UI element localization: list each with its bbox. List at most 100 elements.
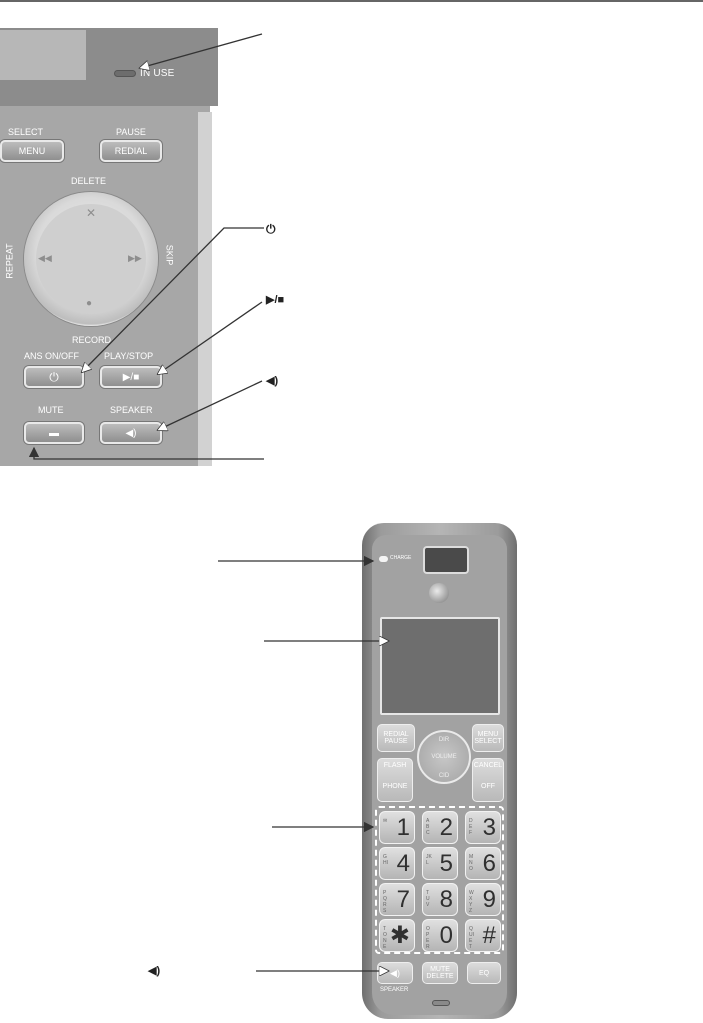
delete-label: DELETE <box>71 176 107 186</box>
dial-key-8-digit: 8 <box>439 885 453 913</box>
handset-speaker-label: SPEAKER <box>380 987 409 993</box>
dial-key-4-digit: 4 <box>396 849 410 877</box>
dial-key-star-sub: TONE <box>383 926 387 950</box>
callout-speaker-icon: ◀) <box>266 375 279 387</box>
speaker-button[interactable]: ◀) <box>100 422 162 444</box>
dial-key-6-sub: MNO <box>469 854 474 872</box>
dial-key-5-sub: JKL <box>426 854 432 866</box>
dial-key-3-sub: DEF <box>469 818 473 836</box>
cancel-label: CANCEL <box>473 762 503 769</box>
dial-key-pound-digit: # <box>482 921 496 949</box>
dial-key-2-sub: ABC <box>426 818 430 836</box>
handset-phone-key[interactable]: FLASH PHONE <box>377 758 413 802</box>
handset-screen <box>380 617 500 715</box>
mute-bar-icon: ▬ <box>49 427 59 439</box>
select-key-label: SELECT <box>474 738 502 745</box>
dial-key-9-sub: WXYZ <box>469 890 474 914</box>
handset-microphone <box>432 1000 450 1006</box>
ans-on-off-button[interactable]: ⏻ <box>24 366 84 388</box>
dial-key-9[interactable]: WXYZ 9 <box>465 883 501 916</box>
callout-play-stop-icon: ▶/■ <box>266 294 285 306</box>
dial-key-8-sub: TUV <box>426 890 430 908</box>
dial-key-2[interactable]: ABC 2 <box>422 811 458 844</box>
speaker-callout-line <box>158 380 263 430</box>
select-label: SELECT <box>8 127 44 137</box>
record-label: RECORD <box>72 335 112 345</box>
volume-label: VOLUME <box>431 754 457 760</box>
dial-key-4-sub: GHI <box>383 854 388 866</box>
dial-key-2-digit: 2 <box>439 813 453 841</box>
charge-light <box>379 556 388 562</box>
menu-key-label: MENU <box>477 731 499 738</box>
in-use-light <box>114 70 136 77</box>
rewind-icon: ◀◀ <box>38 253 52 263</box>
dial-key-3-digit: 3 <box>482 813 496 841</box>
dial-key-pound-sub: QUIET <box>469 926 474 950</box>
fast-forward-icon: ▶▶ <box>128 253 142 263</box>
ans-on-off-label: ANS ON/OFF <box>24 351 80 361</box>
mute-button[interactable]: ▬ <box>24 422 84 444</box>
brand-logo-icon <box>429 583 449 603</box>
dial-key-6-digit: 6 <box>482 849 496 877</box>
delete-x-icon: ✕ <box>86 206 97 220</box>
ans-callout-line <box>82 227 264 372</box>
dial-key-0-digit: 0 <box>439 921 453 949</box>
dial-key-0-sub: OPER <box>426 926 430 950</box>
speaker-label: SPEAKER <box>110 405 153 415</box>
dial-key-1[interactable]: ✉1 <box>379 811 415 844</box>
dial-key-7-digit: 7 <box>396 885 410 913</box>
navigation-wheel-center <box>36 204 146 314</box>
play-stop-button[interactable]: ▶/■ <box>100 366 162 388</box>
dial-key-5-digit: 5 <box>439 849 453 877</box>
pause-label: PAUSE <box>116 127 146 137</box>
callout-power-icon: ⏻ <box>266 222 276 236</box>
speaker-icon: ◀) <box>125 427 137 439</box>
handset-speaker-key-icon: ◀) <box>390 967 400 978</box>
dial-key-0[interactable]: OPER 0 <box>422 919 458 952</box>
base-top-inset <box>0 30 86 80</box>
dial-key-4[interactable]: GHI 4 <box>379 847 415 880</box>
dial-key-3[interactable]: DEF 3 <box>465 811 501 844</box>
redial-key-label: REDIAL <box>383 731 409 738</box>
dial-key-7[interactable]: PQRS 7 <box>379 883 415 916</box>
cid-label: CID <box>438 773 450 779</box>
charge-label: CHARGE <box>390 555 412 561</box>
play-stop-icon: ▶/■ <box>122 371 140 383</box>
power-icon: ⏻ <box>49 369 59 384</box>
redial-button-label: REDIAL <box>114 146 148 156</box>
dir-label: DIR <box>438 737 450 743</box>
mute-callout-line <box>28 446 264 460</box>
handset-cancel-key[interactable]: CANCEL OFF <box>472 758 504 802</box>
dial-key-9-digit: 9 <box>482 885 496 913</box>
pause-key-label: PAUSE <box>384 738 408 745</box>
handset-mute-label: MUTE <box>430 966 450 973</box>
in-use-callout-line <box>140 33 263 68</box>
off-label: OFF <box>481 783 495 790</box>
phone-label: PHONE <box>382 783 408 790</box>
redial-button[interactable]: REDIAL <box>100 140 162 162</box>
menu-button[interactable]: MENU <box>0 140 64 162</box>
flash-label: FLASH <box>383 762 407 769</box>
handset-delete-label: DELETE <box>426 973 454 980</box>
dial-key-pound[interactable]: QUIET # <box>465 919 501 952</box>
play-stop-label: PLAY/STOP <box>104 351 154 361</box>
record-dot-icon: ● <box>86 298 93 309</box>
dial-key-star[interactable]: TONE✱ <box>379 919 415 952</box>
handset-nav-key[interactable] <box>417 730 471 784</box>
handset-eq-key[interactable]: EQ <box>467 962 501 984</box>
handset-earpiece <box>423 546 469 574</box>
dial-key-1-digit: 1 <box>396 813 410 841</box>
dial-key-8[interactable]: TUV 8 <box>422 883 458 916</box>
in-use-label: IN USE <box>140 68 175 79</box>
menu-button-label: MENU <box>18 146 46 156</box>
dial-key-5[interactable]: JKL 5 <box>422 847 458 880</box>
callout-handset-speaker-icon: ◀) <box>148 965 161 977</box>
dial-key-star-digit: ✱ <box>389 922 410 949</box>
dial-key-7-sub: PQRS <box>383 890 387 914</box>
dial-key-6[interactable]: MNO 6 <box>465 847 501 880</box>
mute-label: MUTE <box>38 405 64 415</box>
